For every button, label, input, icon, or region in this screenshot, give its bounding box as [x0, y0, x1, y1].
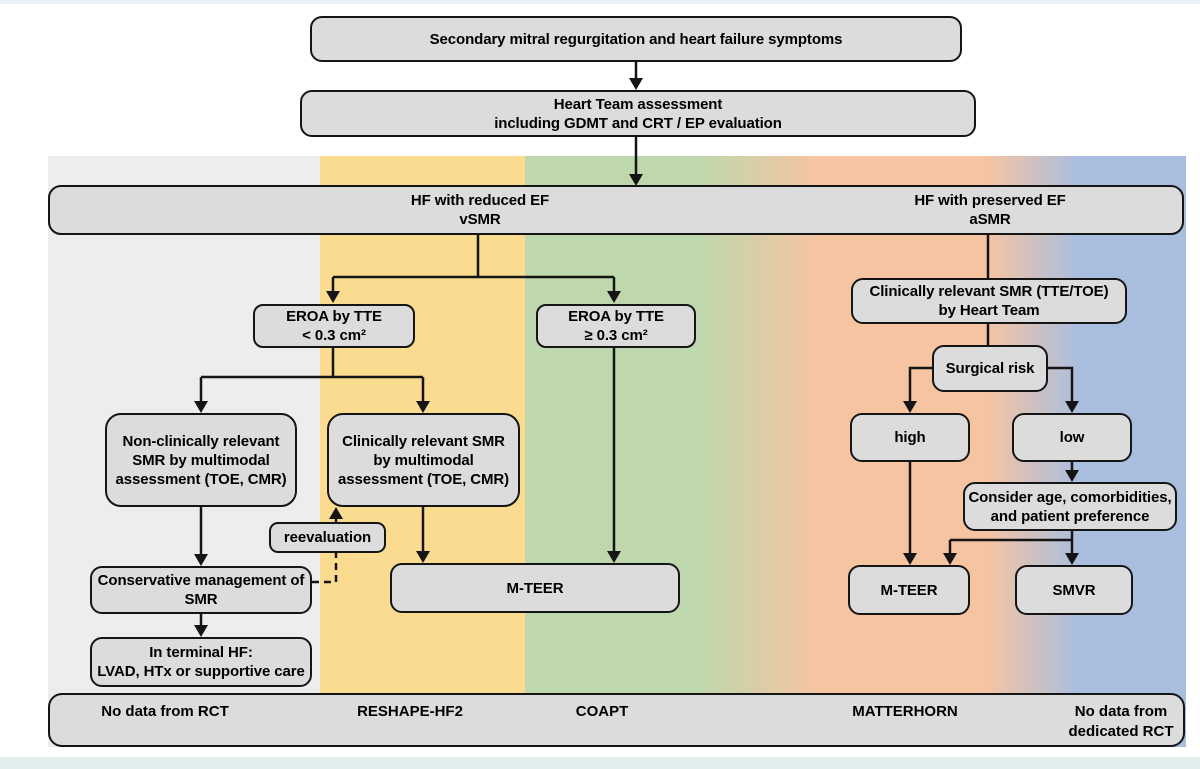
node-line: HF with preserved EF — [914, 192, 1066, 209]
trial-evidence-bar: No data from RCT RESHAPE-HF2 COAPT MATTE… — [48, 693, 1185, 747]
node-line: Conservative management of — [97, 572, 305, 589]
node-line: by Heart Team — [938, 302, 1040, 319]
node-line: Clinically relevant SMR (TTE/TOE) — [869, 283, 1109, 300]
node-terminal-hf: In terminal HF: LVAD, HTx or supportive … — [90, 637, 312, 687]
node-risk-high: high — [850, 413, 970, 462]
footer-label-no-rct: No data from RCT — [101, 702, 229, 722]
node-eroa-under-03: EROA by TTE < 0.3 cm² — [253, 304, 415, 348]
footer-line: No data from RCT — [101, 703, 229, 720]
node-line: low — [1059, 429, 1085, 446]
node-line: Secondary mitral regurgitation and heart… — [429, 30, 843, 48]
node-line: SMR by multimodal — [132, 451, 270, 469]
node-consider-age: Consider age, comorbidities, and patient… — [963, 482, 1177, 531]
footer-label-no-dedicated-rct: No data from dedicated RCT — [1068, 702, 1173, 742]
node-line: Heart Team assessment — [553, 95, 723, 113]
node-line: including GDMT and CRT / EP evaluation — [494, 114, 782, 132]
node-line: M-TEER — [880, 581, 938, 599]
node-surgical-risk: Surgical risk — [932, 345, 1048, 392]
node-conservative-management: Conservative management of SMR — [90, 566, 312, 614]
node-line: SMR — [184, 591, 218, 608]
node-line: by multimodal — [373, 451, 474, 469]
node-mteer-right: M-TEER — [848, 565, 970, 615]
node-line: and patient preference — [990, 507, 1150, 525]
bottom-edge-strip — [0, 757, 1200, 769]
node-smvr: SMVR — [1015, 565, 1133, 615]
node-non-clinically-relevant-smr: Non-clinically relevant SMR by multimoda… — [105, 413, 297, 507]
footer-line: No data from — [1074, 703, 1168, 720]
footer-line: RESHAPE-HF2 — [357, 703, 463, 720]
node-line: M-TEER — [506, 579, 564, 597]
footer-line: COAPT — [575, 703, 629, 720]
footer-label-matterhorn: MATTERHORN — [852, 702, 958, 722]
node-line: vSMR — [459, 211, 501, 228]
label-hf-reduced-ef: HF with reduced EF vSMR — [411, 191, 549, 229]
node-line: aSMR — [969, 211, 1011, 228]
node-line: ≥ 0.3 cm² — [584, 327, 648, 344]
label-hf-preserved-ef: HF with preserved EF aSMR — [914, 191, 1065, 229]
node-line: < 0.3 cm² — [302, 327, 366, 344]
node-line: EROA by TTE — [568, 308, 664, 325]
node-risk-low: low — [1012, 413, 1132, 462]
node-line: LVAD, HTx or supportive care — [97, 663, 305, 680]
node-line: assessment (TOE, CMR) — [337, 470, 509, 488]
footer-line: dedicated RCT — [1068, 723, 1174, 740]
footer-line: MATTERHORN — [852, 703, 958, 720]
node-ef-split-header: HF with reduced EF vSMR HF with preserve… — [48, 185, 1184, 235]
node-line: high — [894, 429, 926, 446]
node-line: HF with reduced EF — [410, 192, 550, 209]
footer-label-coapt: COAPT — [576, 702, 629, 722]
node-eroa-over-03: EROA by TTE ≥ 0.3 cm² — [536, 304, 696, 348]
node-mteer-center: M-TEER — [390, 563, 680, 613]
node-line: In terminal HF: — [149, 644, 253, 661]
node-clinically-relevant-smr-multimodal: Clinically relevant SMR by multimodal as… — [327, 413, 520, 507]
node-line: SMVR — [1052, 581, 1096, 599]
footer-label-reshape-hf2: RESHAPE-HF2 — [357, 702, 463, 722]
node-heart-team-assessment: Heart Team assessment including GDMT and… — [300, 90, 976, 137]
node-reevaluation: reevaluation — [269, 522, 386, 553]
node-line: Clinically relevant SMR — [342, 432, 505, 450]
node-line: Non-clinically relevant — [122, 432, 280, 450]
node-line: reevaluation — [283, 529, 372, 546]
node-line: Consider age, comorbidities, — [968, 488, 1172, 506]
node-secondary-mr: Secondary mitral regurgitation and heart… — [310, 16, 962, 62]
top-edge-strip — [0, 0, 1200, 4]
node-clinically-relevant-smr-tte-toe: Clinically relevant SMR (TTE/TOE) by Hea… — [851, 278, 1127, 324]
node-line: Surgical risk — [945, 360, 1035, 377]
node-line: EROA by TTE — [286, 308, 382, 325]
node-line: assessment (TOE, CMR) — [115, 470, 287, 488]
